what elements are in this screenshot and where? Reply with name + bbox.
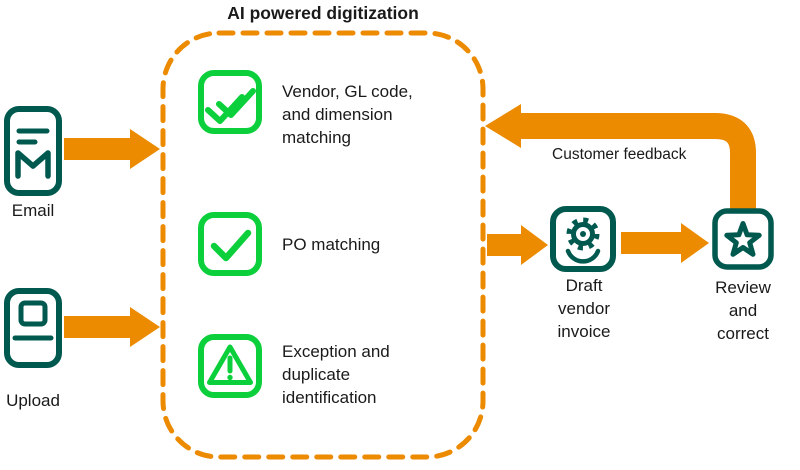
feedback-label: Customer feedback [552,146,687,163]
review-correct-label: Review and correct [715,278,771,343]
email-icon [4,106,62,196]
ai-box-dashed-border [160,30,486,460]
upload-icon [4,288,62,368]
double-check-icon [198,70,262,134]
step-exception-label: Exception and duplicate identification [282,342,390,407]
arrow-invoice-to-review-icon [621,223,709,263]
draft-invoice-label: Draft vendor invoice [557,276,611,341]
arrow-upload-to-box-icon [64,307,160,347]
star-icon [712,208,774,270]
diagram-title: AI powered digitization [227,3,419,23]
check-icon [198,212,262,276]
feedback-arrow-head-icon [485,104,521,148]
feedback-arrow-line [519,113,756,209]
gear-icon [550,206,616,272]
warning-triangle-icon [198,334,262,398]
arrow-box-to-invoice-icon [487,225,548,265]
upload-label: Upload [6,391,60,410]
arrow-email-to-box-icon [64,129,160,169]
email-label: Email [11,201,55,220]
step-vendor-matching-label: Vendor, GL code, and dimension matching [282,82,413,147]
step-po-matching-label: PO matching [282,235,381,254]
